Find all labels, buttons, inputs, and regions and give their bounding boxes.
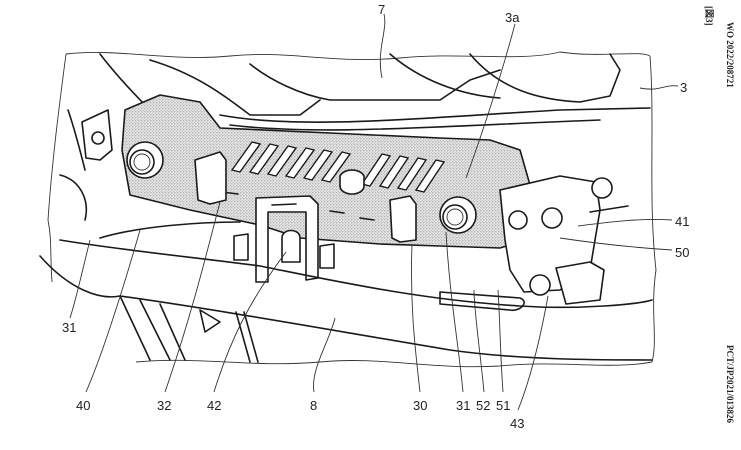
- ref-50: 50: [675, 245, 689, 260]
- ref-42: 42: [207, 398, 221, 413]
- clip-bracket: [233, 195, 335, 283]
- ref-31-right: 31: [456, 398, 470, 413]
- ecu-body-30: [121, 94, 531, 249]
- ref-43: 43: [510, 416, 524, 431]
- ref-8: 8: [310, 398, 317, 413]
- ref-52: 52: [476, 398, 490, 413]
- ref-31-left: 31: [62, 320, 76, 335]
- bracket-left: [81, 109, 113, 161]
- connector-31-right: [439, 196, 477, 234]
- ref-32: 32: [157, 398, 171, 413]
- ref-40: 40: [76, 398, 90, 413]
- ref-3: 3: [680, 80, 687, 95]
- svg-text:PCT/JP2021/013826: PCT/JP2021/013826: [725, 345, 735, 423]
- leader-lines: [69, 13, 679, 411]
- ref-30: 30: [413, 398, 427, 413]
- ref-41: 41: [675, 214, 689, 229]
- structure-7: [59, 53, 651, 221]
- connector-31-left: [126, 141, 164, 179]
- ref-3a: 3a: [505, 10, 520, 25]
- svg-text:WO 2022/208721: WO 2022/208721: [725, 22, 735, 88]
- ref-51: 51: [496, 398, 510, 413]
- bracket-right: [499, 175, 629, 305]
- figure-label: [図3]: [704, 6, 714, 26]
- publication-number: WO 2022/208721: [725, 22, 735, 88]
- frame-8: [39, 221, 653, 363]
- application-number: PCT/JP2021/013826: [725, 345, 735, 423]
- drawing-boundary: [47, 51, 657, 368]
- ref-7: 7: [378, 2, 385, 17]
- svg-text:[図3]: [図3]: [704, 6, 714, 26]
